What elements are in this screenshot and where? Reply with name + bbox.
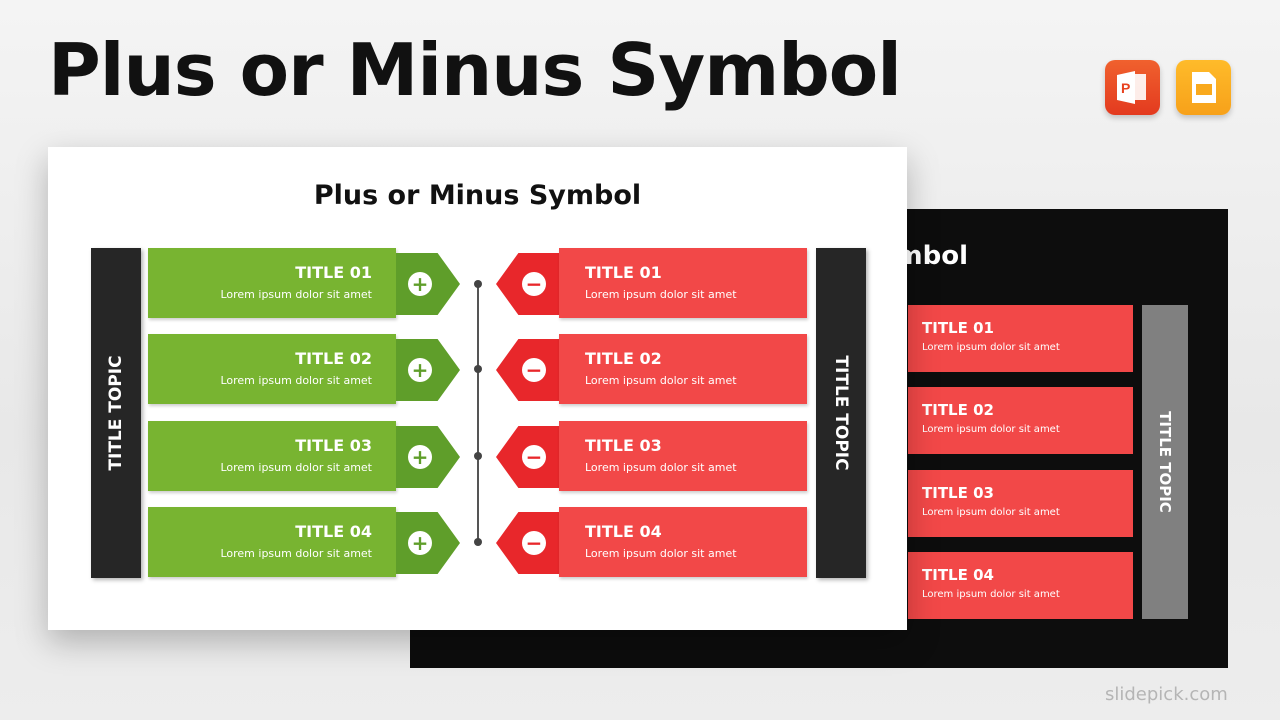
dark-list-item: TITLE 04 Lorem ipsum dolor sit amet [908, 552, 1133, 619]
plus-icon: + [408, 445, 432, 469]
minus-tab: − [496, 512, 560, 574]
dark-topic-bar: TITLE TOPIC [1142, 305, 1188, 619]
minus-icon: − [522, 358, 546, 382]
svg-text:P: P [1121, 80, 1130, 96]
plus-tab: + [396, 253, 460, 315]
plus-tab: + [396, 339, 460, 401]
item-title: TITLE 02 [295, 349, 372, 368]
minus-item: TITLE 02 Lorem ipsum dolor sit amet [559, 334, 807, 404]
item-title: TITLE 01 [585, 263, 662, 282]
item-text: Lorem ipsum dolor sit amet [585, 547, 737, 560]
topic-label: TITLE TOPIC [1156, 411, 1174, 513]
plus-item: TITLE 04 Lorem ipsum dolor sit amet [148, 507, 396, 577]
plus-item: TITLE 01 Lorem ipsum dolor sit amet [148, 248, 396, 318]
minus-icon: − [522, 531, 546, 555]
plus-tab: + [396, 426, 460, 488]
minus-tab: − [496, 253, 560, 315]
plus-tab: + [396, 512, 460, 574]
center-divider [477, 284, 479, 543]
minus-item: TITLE 04 Lorem ipsum dolor sit amet [559, 507, 807, 577]
item-text: Lorem ipsum dolor sit amet [922, 342, 1060, 353]
item-text: Lorem ipsum dolor sit amet [220, 288, 372, 301]
item-text: Lorem ipsum dolor sit amet [922, 424, 1060, 435]
dark-list-item: TITLE 01 Lorem ipsum dolor sit amet [908, 305, 1133, 372]
item-text: Lorem ipsum dolor sit amet [585, 374, 737, 387]
divider-dot [474, 452, 482, 460]
powerpoint-icon[interactable]: P [1105, 60, 1160, 115]
left-topic-bar: TITLE TOPIC [91, 248, 141, 578]
item-text: Lorem ipsum dolor sit amet [220, 374, 372, 387]
item-title: TITLE 01 [295, 263, 372, 282]
item-text: Lorem ipsum dolor sit amet [220, 461, 372, 474]
right-topic-bar: TITLE TOPIC [816, 248, 866, 578]
item-title: TITLE 01 [922, 319, 994, 337]
dark-list-item: TITLE 02 Lorem ipsum dolor sit amet [908, 387, 1133, 454]
watermark: slidepick.com [1105, 684, 1228, 705]
dark-list-item: TITLE 03 Lorem ipsum dolor sit amet [908, 470, 1133, 537]
item-title: TITLE 03 [295, 436, 372, 455]
item-title: TITLE 04 [922, 566, 994, 584]
page-heading: Plus or Minus Symbol [48, 28, 902, 112]
minus-tab: − [496, 426, 560, 488]
item-text: Lorem ipsum dolor sit amet [220, 547, 372, 560]
item-title: TITLE 02 [585, 349, 662, 368]
item-title: TITLE 03 [585, 436, 662, 455]
minus-icon: − [522, 445, 546, 469]
minus-tab: − [496, 339, 560, 401]
item-title: TITLE 04 [295, 522, 372, 541]
plus-icon: + [408, 531, 432, 555]
topic-label: TITLE TOPIC [831, 355, 851, 471]
divider-dot [474, 280, 482, 288]
google-slides-icon[interactable] [1176, 60, 1231, 115]
light-slide-preview[interactable]: Plus or Minus Symbol TITLE TOPIC TITLE T… [48, 147, 907, 630]
item-title: TITLE 03 [922, 484, 994, 502]
plus-item: TITLE 03 Lorem ipsum dolor sit amet [148, 421, 396, 491]
topic-label: TITLE TOPIC [106, 355, 126, 471]
divider-dot [474, 365, 482, 373]
item-title: TITLE 02 [922, 401, 994, 419]
minus-item: TITLE 01 Lorem ipsum dolor sit amet [559, 248, 807, 318]
item-text: Lorem ipsum dolor sit amet [922, 589, 1060, 600]
plus-icon: + [408, 272, 432, 296]
slide-title: Plus or Minus Symbol [313, 180, 642, 211]
item-text: Lorem ipsum dolor sit amet [585, 461, 737, 474]
minus-item: TITLE 03 Lorem ipsum dolor sit amet [559, 421, 807, 491]
minus-icon: − [522, 272, 546, 296]
item-title: TITLE 04 [585, 522, 662, 541]
item-text: Lorem ipsum dolor sit amet [922, 507, 1060, 518]
plus-icon: + [408, 358, 432, 382]
divider-dot [474, 538, 482, 546]
plus-item: TITLE 02 Lorem ipsum dolor sit amet [148, 334, 396, 404]
item-text: Lorem ipsum dolor sit amet [585, 288, 737, 301]
